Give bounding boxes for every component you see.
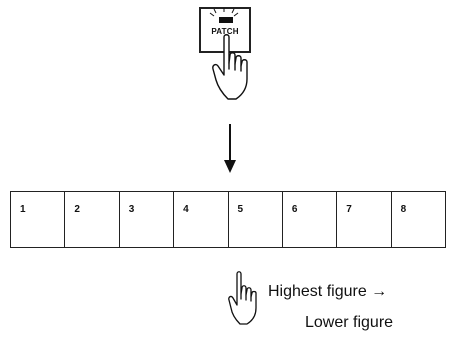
patch-number: 6 xyxy=(291,204,298,215)
patch-number: 4 xyxy=(183,204,189,215)
patch-number: 5 xyxy=(237,204,244,215)
pointing-hand-icon xyxy=(228,271,257,325)
pressing-hand-icon xyxy=(212,34,248,100)
patch-led-indicator xyxy=(219,17,233,23)
patch-cell-5[interactable]: 5 xyxy=(229,192,283,247)
patch-cell-8[interactable]: 8 xyxy=(392,192,445,247)
caption-highest-figure: Highest figure → xyxy=(268,283,388,300)
patch-cell-3[interactable]: 3 xyxy=(120,192,175,247)
patch-number-strip: 1 2 3 4 5 6 7 8 xyxy=(10,191,446,248)
caption-lower-figure: Lower figure xyxy=(305,314,394,331)
patch-cell-6[interactable]: 6 xyxy=(283,192,338,247)
patch-number: 2 xyxy=(74,204,80,215)
patch-number: 8 xyxy=(400,204,407,215)
patch-number: 7 xyxy=(346,204,352,215)
patch-cell-7[interactable]: 7 xyxy=(337,192,392,247)
patch-cell-2[interactable]: 2 xyxy=(65,192,120,247)
patch-number: 1 xyxy=(20,204,26,215)
down-arrow-icon xyxy=(224,124,236,173)
patch-cell-4[interactable]: 4 xyxy=(174,192,229,247)
patch-number: 3 xyxy=(128,204,135,215)
patch-cell-1[interactable]: 1 xyxy=(11,192,66,247)
patch-button-label: PATCH xyxy=(211,27,239,36)
